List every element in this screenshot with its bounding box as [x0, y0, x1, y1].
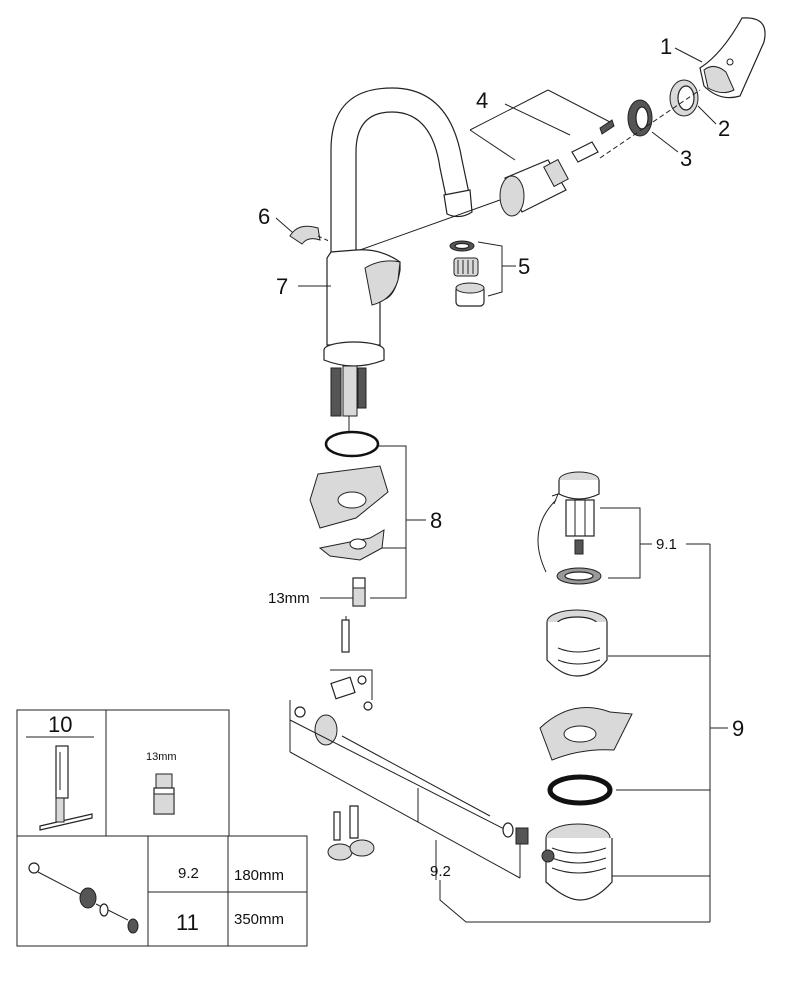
pop-up-plug-icon [537, 471, 602, 585]
callout-6: 6 [258, 204, 270, 229]
wrench-nut-icon [153, 773, 175, 815]
tool-size-label: 13mm [268, 590, 310, 607]
rod-kit-icon [28, 862, 139, 934]
tool-key-icon [39, 745, 93, 831]
callout-9: 9 [732, 716, 744, 741]
callout-8: 8 [430, 508, 442, 533]
row-length-180: 180mm [234, 867, 284, 884]
callout-7: 7 [276, 274, 288, 299]
box-label-10: 10 [48, 712, 72, 737]
leader-5 [477, 241, 516, 297]
row-length-350: 350mm [234, 911, 284, 928]
aerator-icon [449, 240, 485, 307]
spout-body [320, 87, 473, 432]
callout-4: 4 [476, 88, 488, 113]
row-part-11: 11 [176, 910, 199, 935]
callout-1: 1 [660, 34, 672, 59]
collar-ring-icon [627, 99, 653, 137]
callout-9-1: 9.1 [656, 536, 677, 553]
handle-icon [699, 17, 766, 99]
leader-4 [469, 89, 611, 161]
cartridge-icon [499, 119, 615, 217]
leader-9 [439, 507, 728, 923]
mounting-set-icon [309, 430, 389, 653]
callout-2: 2 [718, 116, 730, 141]
flex-hoses-icon [327, 805, 375, 861]
clip-icon [289, 225, 332, 245]
box-wrench-size: 13mm [146, 751, 177, 763]
callout-3: 3 [680, 146, 692, 171]
row-part-9-2: 9.2 [178, 865, 199, 882]
leader-8 [320, 445, 426, 599]
callout-9-2: 9.2 [430, 863, 451, 880]
cap-ring-icon [669, 79, 699, 117]
tool-info-box [16, 709, 308, 947]
drain-body-icon [539, 609, 633, 901]
callout-5: 5 [518, 254, 530, 279]
rod-linkage-icon [289, 669, 529, 880]
